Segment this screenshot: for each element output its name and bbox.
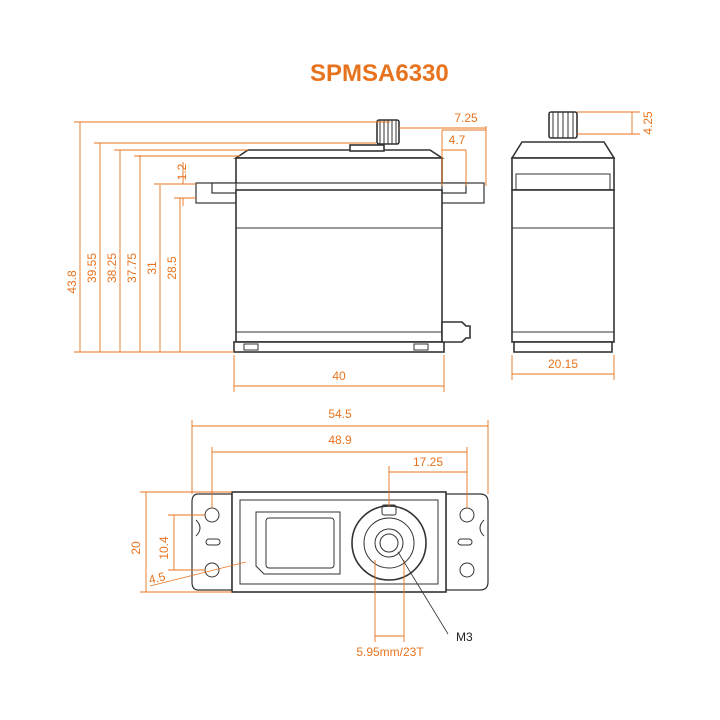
bottom-view: 54.5 48.9 17.25 20 10.4 4.5 5.95mm/23T M… — [129, 407, 489, 659]
dim-spline-spec: 5.95mm/23T — [356, 645, 424, 659]
right-flange-ear — [445, 493, 489, 591]
model-title: SPMSA6330 — [310, 60, 449, 87]
gear-housing — [351, 505, 427, 581]
dim-7-25: 7.25 — [454, 111, 478, 125]
flange-right-tab — [441, 182, 467, 194]
side-bottom-cap — [513, 341, 613, 353]
dim-20-15: 20.15 — [548, 357, 578, 371]
dim-4-25: 4.25 — [641, 111, 655, 135]
case-pocket — [255, 511, 341, 575]
gear-boss — [349, 144, 385, 152]
dim-10-4: 10.4 — [157, 536, 171, 560]
dim-48-9: 48.9 — [328, 433, 352, 447]
dim-43-8: 43.8 — [65, 270, 79, 294]
side-gear-cap — [510, 141, 616, 159]
dim-38-25: 38.25 — [105, 253, 119, 283]
front-view: 43.8 39.55 38.25 37.75 31 28.5 1.2 40 7.… — [65, 111, 487, 392]
left-flange-ear — [191, 493, 233, 591]
dim-31: 31 — [145, 261, 159, 275]
dim-28-5: 28.5 — [165, 256, 179, 280]
dim-1-2: 1.2 — [175, 163, 189, 180]
spline-gear-icon — [374, 528, 404, 558]
side-main-body — [511, 189, 615, 343]
side-view: 4.25 20.15 — [510, 111, 655, 380]
main-body — [235, 189, 443, 343]
m3-leader — [397, 551, 449, 635]
flange-left-tab — [211, 182, 237, 194]
dim-4-5: 4.5 — [147, 569, 167, 587]
dim-40: 40 — [332, 369, 346, 383]
mount-hole-icon — [459, 562, 475, 578]
dim-20: 20 — [129, 541, 143, 555]
screw-label: M3 — [456, 630, 473, 644]
dim-4-7: 4.7 — [449, 133, 466, 147]
dim-54-5: 54.5 — [328, 407, 352, 421]
dim-39-55: 39.55 — [85, 253, 99, 283]
dim-17-25: 17.25 — [413, 455, 443, 469]
cable-exit — [441, 321, 471, 343]
bottom-cap — [233, 341, 445, 353]
gear-cap — [233, 149, 445, 159]
dim-37-75: 37.75 — [125, 253, 139, 283]
